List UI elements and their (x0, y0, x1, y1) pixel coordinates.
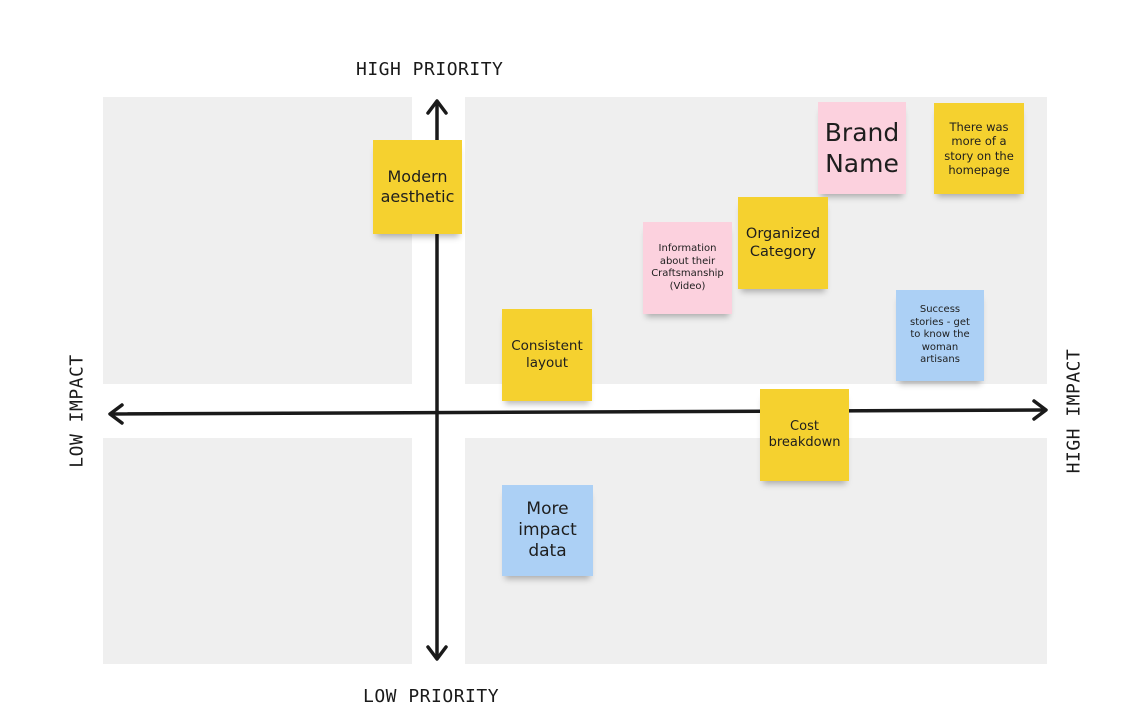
axis-label-low-priority: LOW PRIORITY (363, 686, 500, 707)
arrow-down-icon (426, 645, 448, 661)
sticky-note[interactable]: Cost breakdown (760, 389, 849, 481)
arrow-right-icon (1032, 399, 1048, 421)
sticky-note[interactable]: There was more of a story on the homepag… (934, 103, 1024, 194)
sticky-note[interactable]: Modern aesthetic (373, 140, 462, 234)
arrow-left-icon (108, 403, 124, 425)
horizontal-axis (109, 408, 1047, 416)
quadrant-bottom-left (103, 438, 412, 664)
sticky-note[interactable]: Organized Category (738, 197, 828, 289)
sticky-note[interactable]: More impact data (502, 485, 593, 576)
sticky-note[interactable]: Information about their Craftsmanship (V… (643, 222, 732, 314)
sticky-note[interactable]: Brand Name (818, 102, 906, 194)
arrow-up-icon (426, 99, 448, 115)
sticky-note[interactable]: Success stories - get to know the woman … (896, 290, 984, 381)
quadrant-top-left (103, 97, 412, 384)
axis-label-high-priority: HIGH PRIORITY (356, 59, 504, 80)
sticky-note[interactable]: Consistent layout (502, 309, 592, 401)
axis-label-low-impact: LOW IMPACT (66, 354, 88, 468)
axis-label-high-impact: HIGH IMPACT (1063, 348, 1085, 474)
